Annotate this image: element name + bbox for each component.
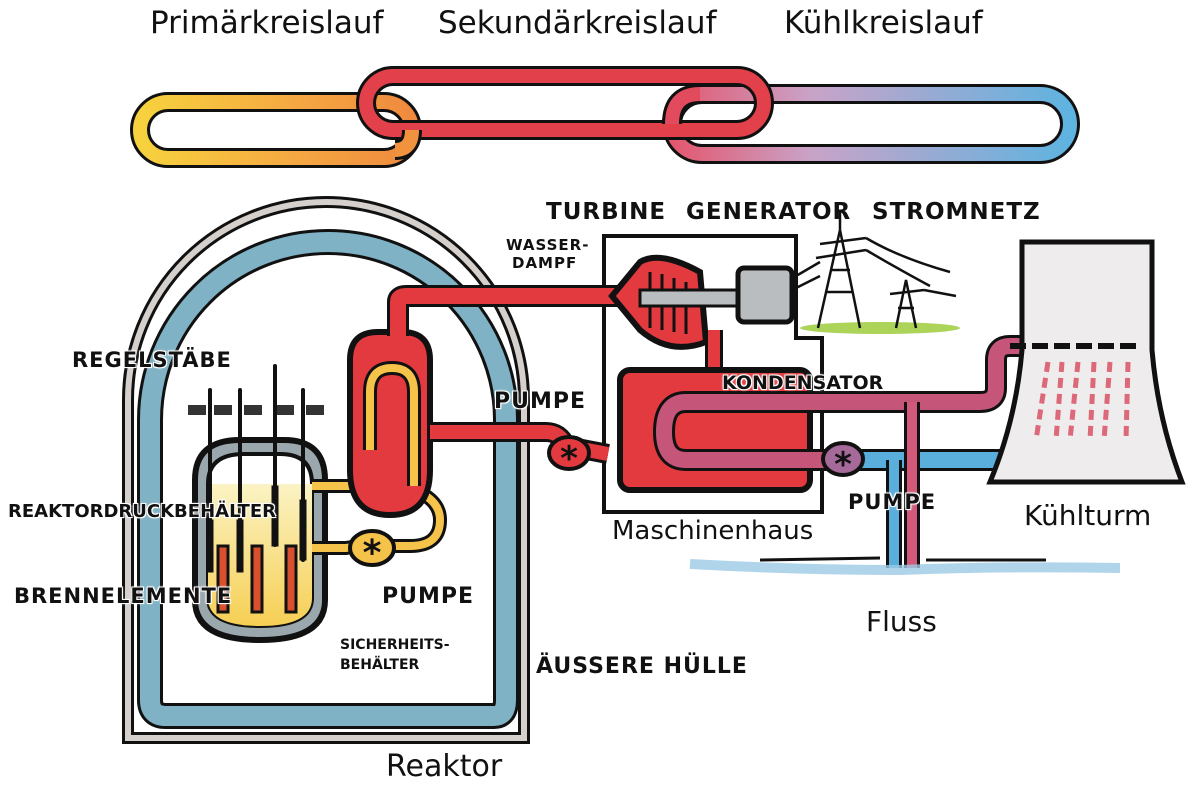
steam-label-line2: DAMPF (512, 254, 578, 272)
machine-house (602, 234, 824, 514)
steam-line (387, 285, 620, 336)
turbine-label: TURBINE (546, 199, 667, 225)
turbine-shaft (638, 288, 752, 308)
containment-label-line2: BEHÄLTER (340, 657, 420, 673)
secondary-pump-label: PUMPE (494, 389, 587, 414)
containment-label-line1: SICHERHEITS- (340, 637, 450, 653)
river (689, 556, 1121, 576)
steam-generator (347, 329, 433, 519)
cooling-tower-label: Kühlturm (1024, 499, 1152, 532)
generator-label: GENERATOR (686, 199, 852, 225)
cooling-pump-label: PUMPE (848, 490, 937, 514)
containment-vessel (137, 229, 519, 729)
generator (735, 265, 795, 325)
svg-text:*: * (363, 533, 382, 574)
condenser-label: KONDENSATOR (722, 372, 884, 394)
fuel-elements (216, 544, 298, 614)
secondary-circuit-link (356, 66, 774, 140)
control-rod-drives (188, 405, 324, 415)
river-label: Fluss (866, 605, 937, 638)
pressure-vessel-label: REAKTORDRUCKBEHÄLTER (8, 501, 276, 522)
steam-label-line1: WASSER- (506, 236, 590, 254)
reactor-label: Reaktor (386, 749, 503, 784)
secondary-circuit-label: Sekundärkreislauf (438, 5, 717, 41)
power-grid-pylons (795, 212, 960, 334)
cooling-circuit-label: Kühlkreislauf (784, 5, 983, 41)
primary-pump-label: PUMPE (382, 584, 475, 609)
control-rods (206, 364, 307, 573)
svg-text:*: * (834, 445, 852, 485)
primary-circuit-label: Primärkreislauf (150, 5, 384, 41)
machine-house-label: Maschinenhaus (612, 516, 814, 546)
primary-pump: * (348, 529, 396, 574)
outer-shell (122, 196, 530, 744)
secondary-pump: * (547, 435, 591, 479)
cooling-tower (986, 239, 1186, 485)
control-rods-label: REGELSTÄBE (72, 348, 232, 372)
grid-label: STROMNETZ (872, 199, 1041, 225)
fuel-elements-label: BRENNELEMENTE (14, 584, 233, 608)
outer-shell-label: ÄUSSERE HÜLLE (536, 654, 748, 679)
svg-text:*: * (560, 439, 578, 479)
cooling-pump: * (821, 441, 865, 485)
circuit-chain (130, 66, 1080, 168)
